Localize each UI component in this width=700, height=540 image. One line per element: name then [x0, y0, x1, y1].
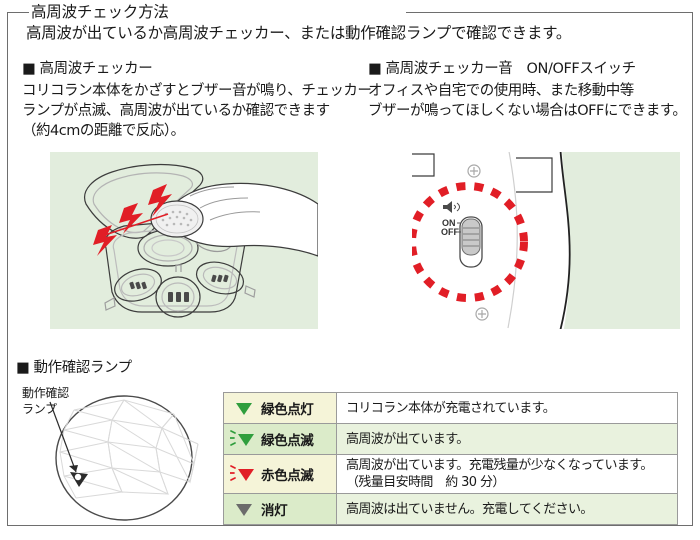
status-desc-cell: 高周波は出ていません。充電してください。 [336, 493, 678, 525]
switch-section-body: オフィスや自宅での使用時、また移動中等 ブザーが鳴ってほしくない場合はOFFにで… [368, 81, 687, 121]
switch-body-line-2: ブザーが鳴ってほしくない場合はOFFにできます。 [368, 103, 687, 119]
switch-body-line-1: オフィスや自宅での使用時、また移動中等 [368, 83, 634, 99]
status-label-cell: 緑色点滅 [223, 423, 337, 455]
page-title: 高周波チェック方法 [31, 3, 169, 21]
checker-body-line-2: ランプが点滅、高周波が出ているか確認できます [22, 103, 330, 119]
switch-on-label: ON [442, 218, 456, 228]
checker-body-line-1: コリコラン本体をかざすとブザー音が鳴り、チェッカー [22, 83, 372, 99]
status-label-cell: 消灯 [223, 493, 337, 525]
status-label-cell: 赤色点滅 [223, 454, 337, 494]
status-label-cell: 緑色点灯 [223, 392, 337, 424]
green-blinking-triangle-icon [230, 430, 254, 446]
status-desc-line-1: コリコラン本体が充電されています。 [346, 400, 556, 416]
red-blinking-triangle-icon [230, 465, 254, 481]
status-desc-line-1: 高周波は出ていません。充電してください。 [346, 501, 593, 517]
switch-illustration: ON OFF [412, 152, 571, 329]
status-desc-line-1: 高周波が出ています。充電残量が少なくなっています。 [346, 458, 653, 473]
lamp-callout-line-1: 動作確認 [22, 386, 69, 400]
status-label-text: 赤色点滅 [261, 468, 314, 484]
checker-illustration-panel [50, 152, 318, 329]
checker-section-heading: ■ 高周波チェッカー [22, 61, 153, 77]
table-row: 緑色点灯 コリコラン本体が充電されています。 [223, 392, 678, 424]
page-frame-top-right [406, 12, 693, 13]
gray-solid-triangle-icon [236, 504, 252, 516]
switch-illustration-panel: ON OFF [412, 152, 680, 329]
page-frame-bottom [7, 525, 693, 526]
lamp-diagram [12, 380, 222, 530]
lamp-section-heading: ■ 動作確認ランプ [16, 360, 132, 376]
table-row: 緑色点滅 高周波が出ています。 [223, 423, 678, 455]
lamp-status-table: 緑色点灯 コリコラン本体が充電されています。 [223, 392, 678, 525]
switch-section-heading: ■ 高周波チェッカー音 ON/OFFスイッチ [368, 61, 636, 77]
lamp-indicator-marker [70, 472, 88, 487]
page-subtitle: 高周波が出ているか高周波チェッカー、または動作確認ランプで確認できます。 [26, 24, 572, 42]
speaker-icon [443, 201, 460, 213]
green-solid-triangle-icon [236, 403, 252, 415]
status-label-text: 緑色点滅 [261, 433, 314, 449]
status-desc-line-1: 高周波が出ています。 [346, 431, 469, 447]
status-label-text: 消灯 [261, 503, 288, 519]
lamp-callout-line-2: ランプ [22, 402, 57, 416]
table-row: 消灯 高周波は出ていません。充電してください。 [223, 493, 678, 525]
table-row: 赤色点滅 高周波が出ています。充電残量が少なくなっています。 （残量目安時間 約… [223, 454, 678, 494]
signal-bolt-icon [93, 184, 172, 256]
checker-section-body: コリコラン本体をかざすとブザー音が鳴り、チェッカー ランプが点滅、高周波が出てい… [22, 81, 372, 141]
highlight-circle [412, 182, 528, 302]
status-desc-cell: 高周波が出ています。充電残量が少なくなっています。 （残量目安時間 約 30 分… [336, 454, 678, 494]
status-desc-cell: 高周波が出ています。 [336, 423, 678, 455]
on-off-slide-switch [459, 216, 483, 268]
page-frame-right [692, 12, 693, 525]
lamp-callout-label: 動作確認 ランプ [22, 385, 69, 417]
checker-body-line-3: （約4cmの距離で反応）。 [22, 123, 185, 139]
status-label-text: 緑色点灯 [261, 402, 314, 418]
page-frame-left [7, 12, 8, 525]
page-frame-top-left-stub [7, 12, 29, 13]
switch-off-label: OFF [441, 227, 459, 237]
status-desc-cell: コリコラン本体が充電されています。 [336, 392, 678, 424]
checker-illustration [84, 163, 318, 318]
status-desc-line-2: （残量目安時間 約 30 分） [346, 475, 505, 490]
